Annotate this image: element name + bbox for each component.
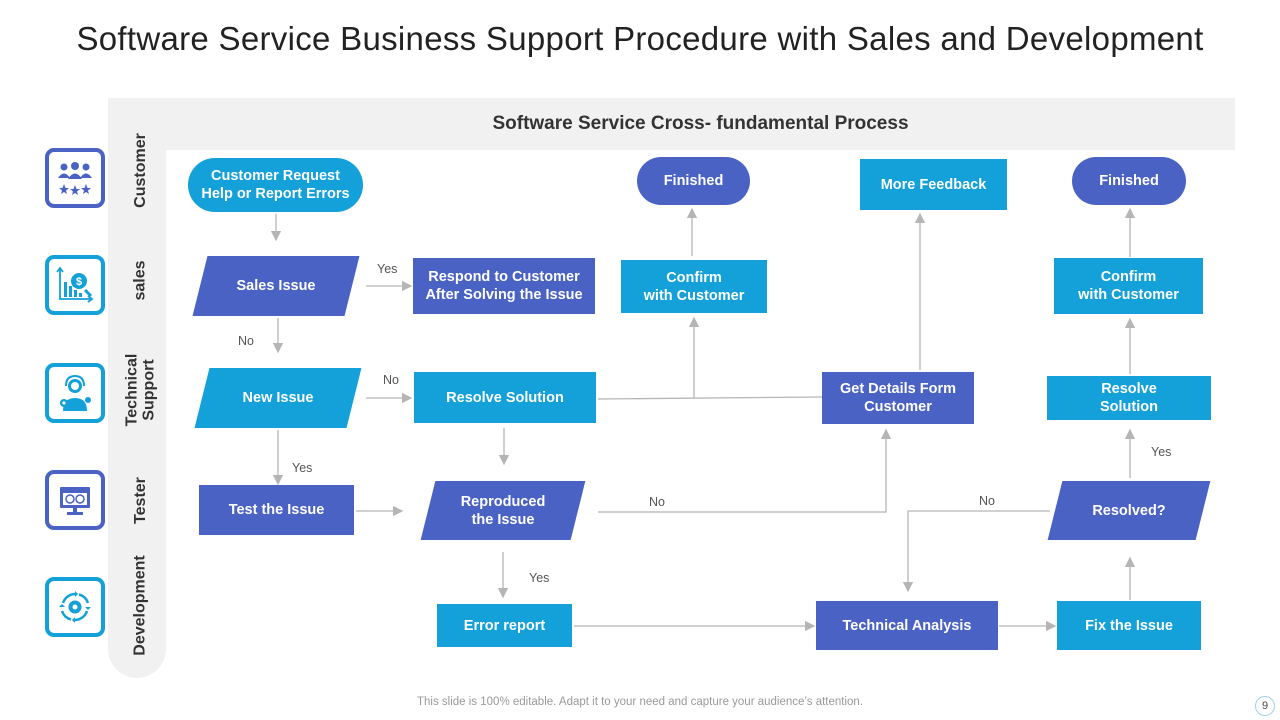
edge-label-sales-no: No <box>238 334 254 348</box>
arrow-resolved-to-analysis <box>902 510 1050 593</box>
edge-label-reproduced-yes: Yes <box>529 571 550 585</box>
lane-label-strip <box>108 98 166 678</box>
edge-label-reproduced-no: No <box>649 495 665 509</box>
node-confirm-customer-1[interactable]: Confirm with Customer <box>621 260 767 313</box>
node-error-report[interactable]: Error report <box>437 604 572 647</box>
edge-label-sales-yes: Yes <box>377 262 398 276</box>
sales-analytics-icon: $ <box>45 255 105 315</box>
line-resolve-to-getdetails <box>597 396 823 400</box>
header-band <box>108 98 1235 150</box>
node-more-feedback[interactable]: More Feedback <box>860 159 1007 210</box>
node-customer-request[interactable]: Customer Request Help or Report Errors <box>188 158 363 212</box>
development-cycle-icon <box>45 577 105 637</box>
node-finished-1[interactable]: Finished <box>637 157 750 205</box>
node-fix-issue[interactable]: Fix the Issue <box>1057 601 1201 650</box>
svg-text:$: $ <box>76 276 82 288</box>
page-number: 9 <box>1255 696 1275 716</box>
node-resolve-solution-1[interactable]: Resolve Solution <box>414 372 596 423</box>
footer-note: This slide is 100% editable. Adapt it to… <box>416 696 864 708</box>
process-header: Software Service Cross- fundamental Proc… <box>492 113 909 134</box>
node-resolved-decision[interactable]: Resolved? <box>1055 481 1203 540</box>
edge-label-newissue-yes: Yes <box>292 461 313 475</box>
arrow-reproduced-to-getdetails <box>598 428 892 513</box>
customer-rating-icon <box>45 148 105 208</box>
edge-label-newissue-no: No <box>383 373 399 387</box>
node-reproduced-issue[interactable]: Reproduced the Issue <box>428 481 578 540</box>
node-get-details[interactable]: Get Details Form Customer <box>822 372 974 424</box>
node-sales-issue[interactable]: Sales Issue <box>200 256 352 316</box>
node-resolve-solution-2[interactable]: Resolve Solution <box>1047 376 1211 420</box>
node-finished-2[interactable]: Finished <box>1072 157 1186 205</box>
node-new-issue[interactable]: New Issue <box>202 368 354 428</box>
testing-monitor-icon <box>45 470 105 530</box>
node-technical-analysis[interactable]: Technical Analysis <box>816 601 998 650</box>
tech-support-agent-icon <box>45 363 105 423</box>
node-confirm-customer-2[interactable]: Confirm with Customer <box>1054 258 1203 314</box>
node-respond-customer[interactable]: Respond to Customer After Solving the Is… <box>413 258 595 314</box>
edge-label-resolved-no: No <box>979 494 995 508</box>
edge-label-resolved-yes: Yes <box>1151 445 1172 459</box>
slide-title: Software Service Business Support Proced… <box>76 20 1204 57</box>
node-test-issue[interactable]: Test the Issue <box>199 485 354 535</box>
